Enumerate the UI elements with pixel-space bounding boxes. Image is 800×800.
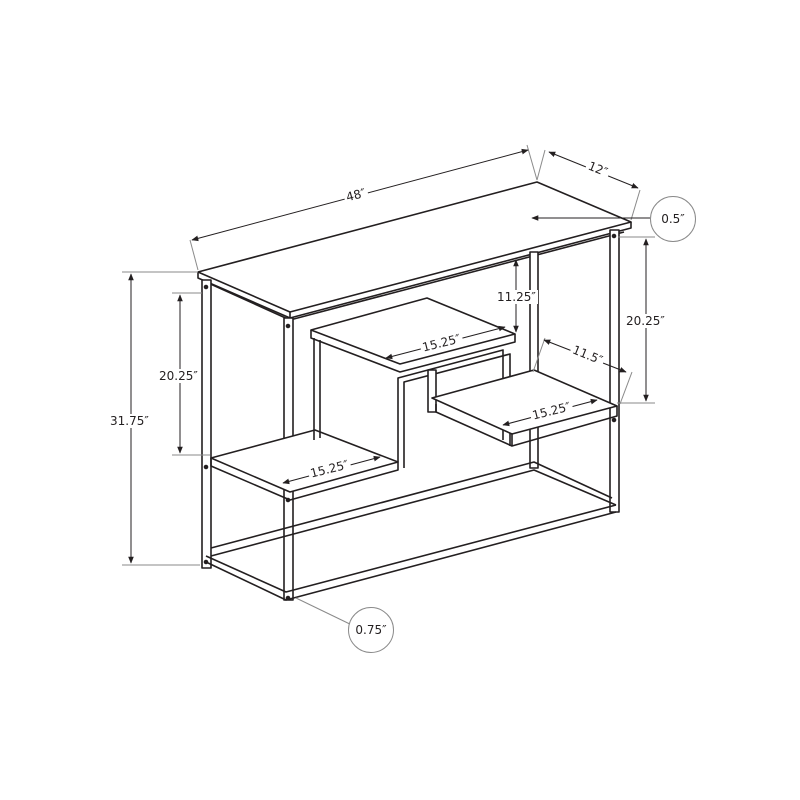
dim-total-height-label: 31.75″: [108, 414, 151, 428]
upper-shelf: [310, 297, 516, 365]
dim-left-clearance-label: 20.25″: [157, 369, 200, 383]
table-outline: [197, 181, 632, 601]
dim-right-clearance-label: 20.25″: [624, 314, 667, 328]
dim-leg-thickness-callout: 0.75″: [348, 607, 394, 653]
dim-top-thickness-label: 0.5″: [661, 212, 685, 226]
leg-front-left: [201, 279, 212, 569]
leg-back-center: [529, 251, 539, 469]
left-shelf: [210, 429, 399, 493]
dim-upper-clearance-label: 11.25″: [495, 290, 538, 304]
dim-leg-thickness-label: 0.75″: [355, 623, 387, 637]
dim-top-thickness-callout: 0.5″: [650, 196, 696, 242]
leg-back-right: [609, 229, 620, 513]
